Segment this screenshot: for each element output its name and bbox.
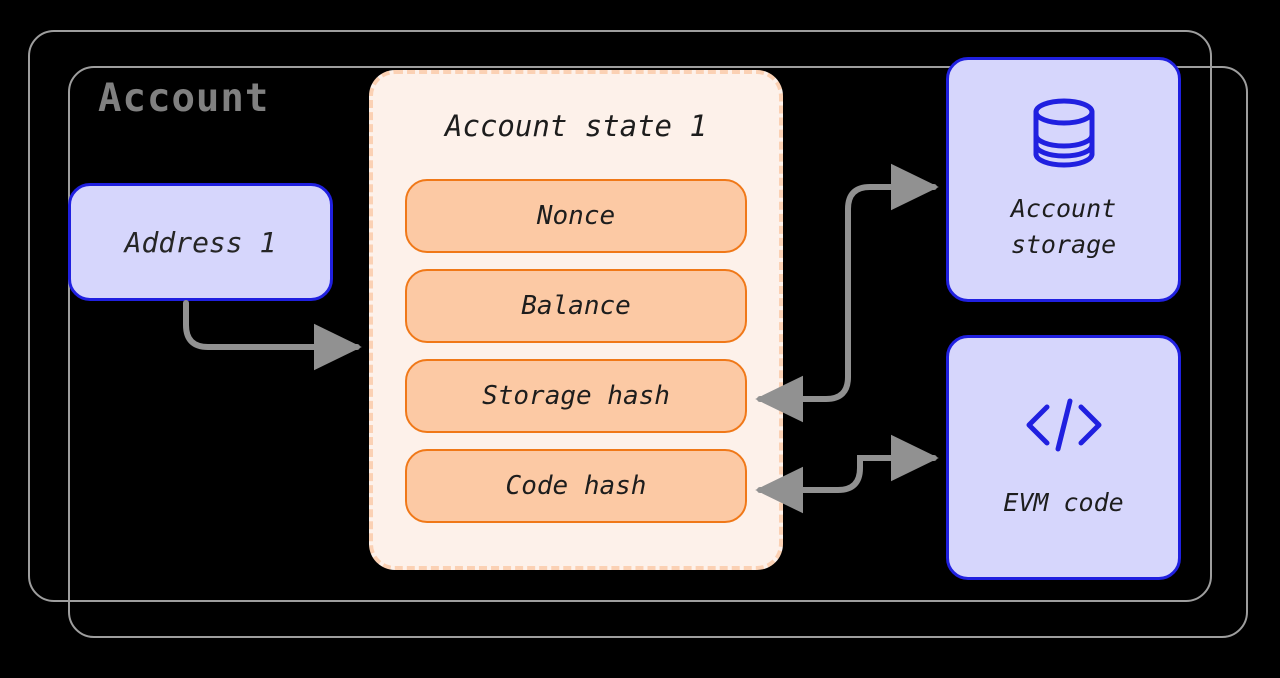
field-code-hash-label: Code hash [505,471,647,501]
page-title: Account [98,76,270,121]
evm-code-label: EVM code [1003,487,1124,517]
field-storage-hash-label: Storage hash [482,381,670,411]
field-storage-hash[interactable]: Storage hash [405,359,747,433]
code-brackets-icon [1022,395,1106,455]
field-balance[interactable]: Balance [405,269,747,343]
account-state-title: Account state 1 [445,109,707,143]
address-label: Address 1 [124,225,277,259]
field-balance-label: Balance [521,291,631,321]
field-nonce[interactable]: Nonce [405,179,747,253]
connector-code-hash-to-evm-code [785,434,939,493]
account-state-panel: Account state 1 Nonce Balance Storage ha… [369,70,783,570]
evm-code-card[interactable]: EVM code [946,335,1181,580]
field-nonce-label: Nonce [536,201,616,231]
address-box[interactable]: Address 1 [68,183,333,301]
database-icon [1031,97,1097,169]
account-container-back-card [68,66,1248,638]
account-storage-label: Account storage [1010,194,1117,259]
account-storage-card[interactable]: Account storage [946,57,1181,302]
account-state-field-list: Nonce Balance Storage hash Code hash [405,179,747,539]
field-code-hash[interactable]: Code hash [405,449,747,523]
connector-storage-hash-to-account-storage [785,163,939,402]
account-container-front-card [28,30,1212,602]
connector-address-to-state [183,300,362,371]
